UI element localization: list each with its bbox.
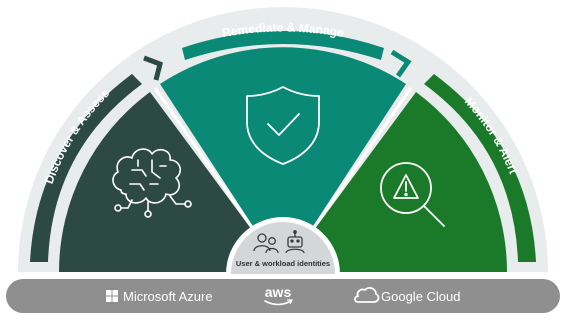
azure-label: Microsoft Azure bbox=[123, 289, 213, 304]
alert-magnifier-icon bbox=[380, 162, 445, 227]
discover-arc-banner bbox=[30, 74, 142, 262]
remediate-sector bbox=[160, 47, 406, 273]
monitor-sector bbox=[283, 92, 507, 272]
remediate-arc-banner bbox=[182, 31, 384, 60]
aws-smile-icon bbox=[264, 300, 292, 306]
aws-label: aws bbox=[265, 284, 292, 300]
cloud-icon bbox=[354, 287, 380, 303]
identity-hub-inner bbox=[231, 222, 335, 274]
chevron-left-icon bbox=[143, 55, 163, 81]
google-cloud-label: Google Cloud bbox=[381, 289, 461, 304]
hub-label: User & workload identities bbox=[236, 259, 330, 268]
chevron-right-icon bbox=[390, 49, 412, 78]
users-icon bbox=[253, 233, 279, 254]
robot-icon bbox=[285, 230, 305, 254]
shield-check-icon bbox=[246, 86, 320, 165]
remediate-arc-label: Remediate & Manage bbox=[221, 20, 345, 40]
monitor-arc-banner bbox=[424, 74, 536, 262]
windows-logo-icon bbox=[106, 290, 118, 302]
discover-sector bbox=[59, 92, 283, 272]
cloud-providers-bar bbox=[6, 279, 560, 313]
aws-arrow-icon bbox=[287, 299, 294, 305]
brain-icon bbox=[112, 148, 192, 218]
